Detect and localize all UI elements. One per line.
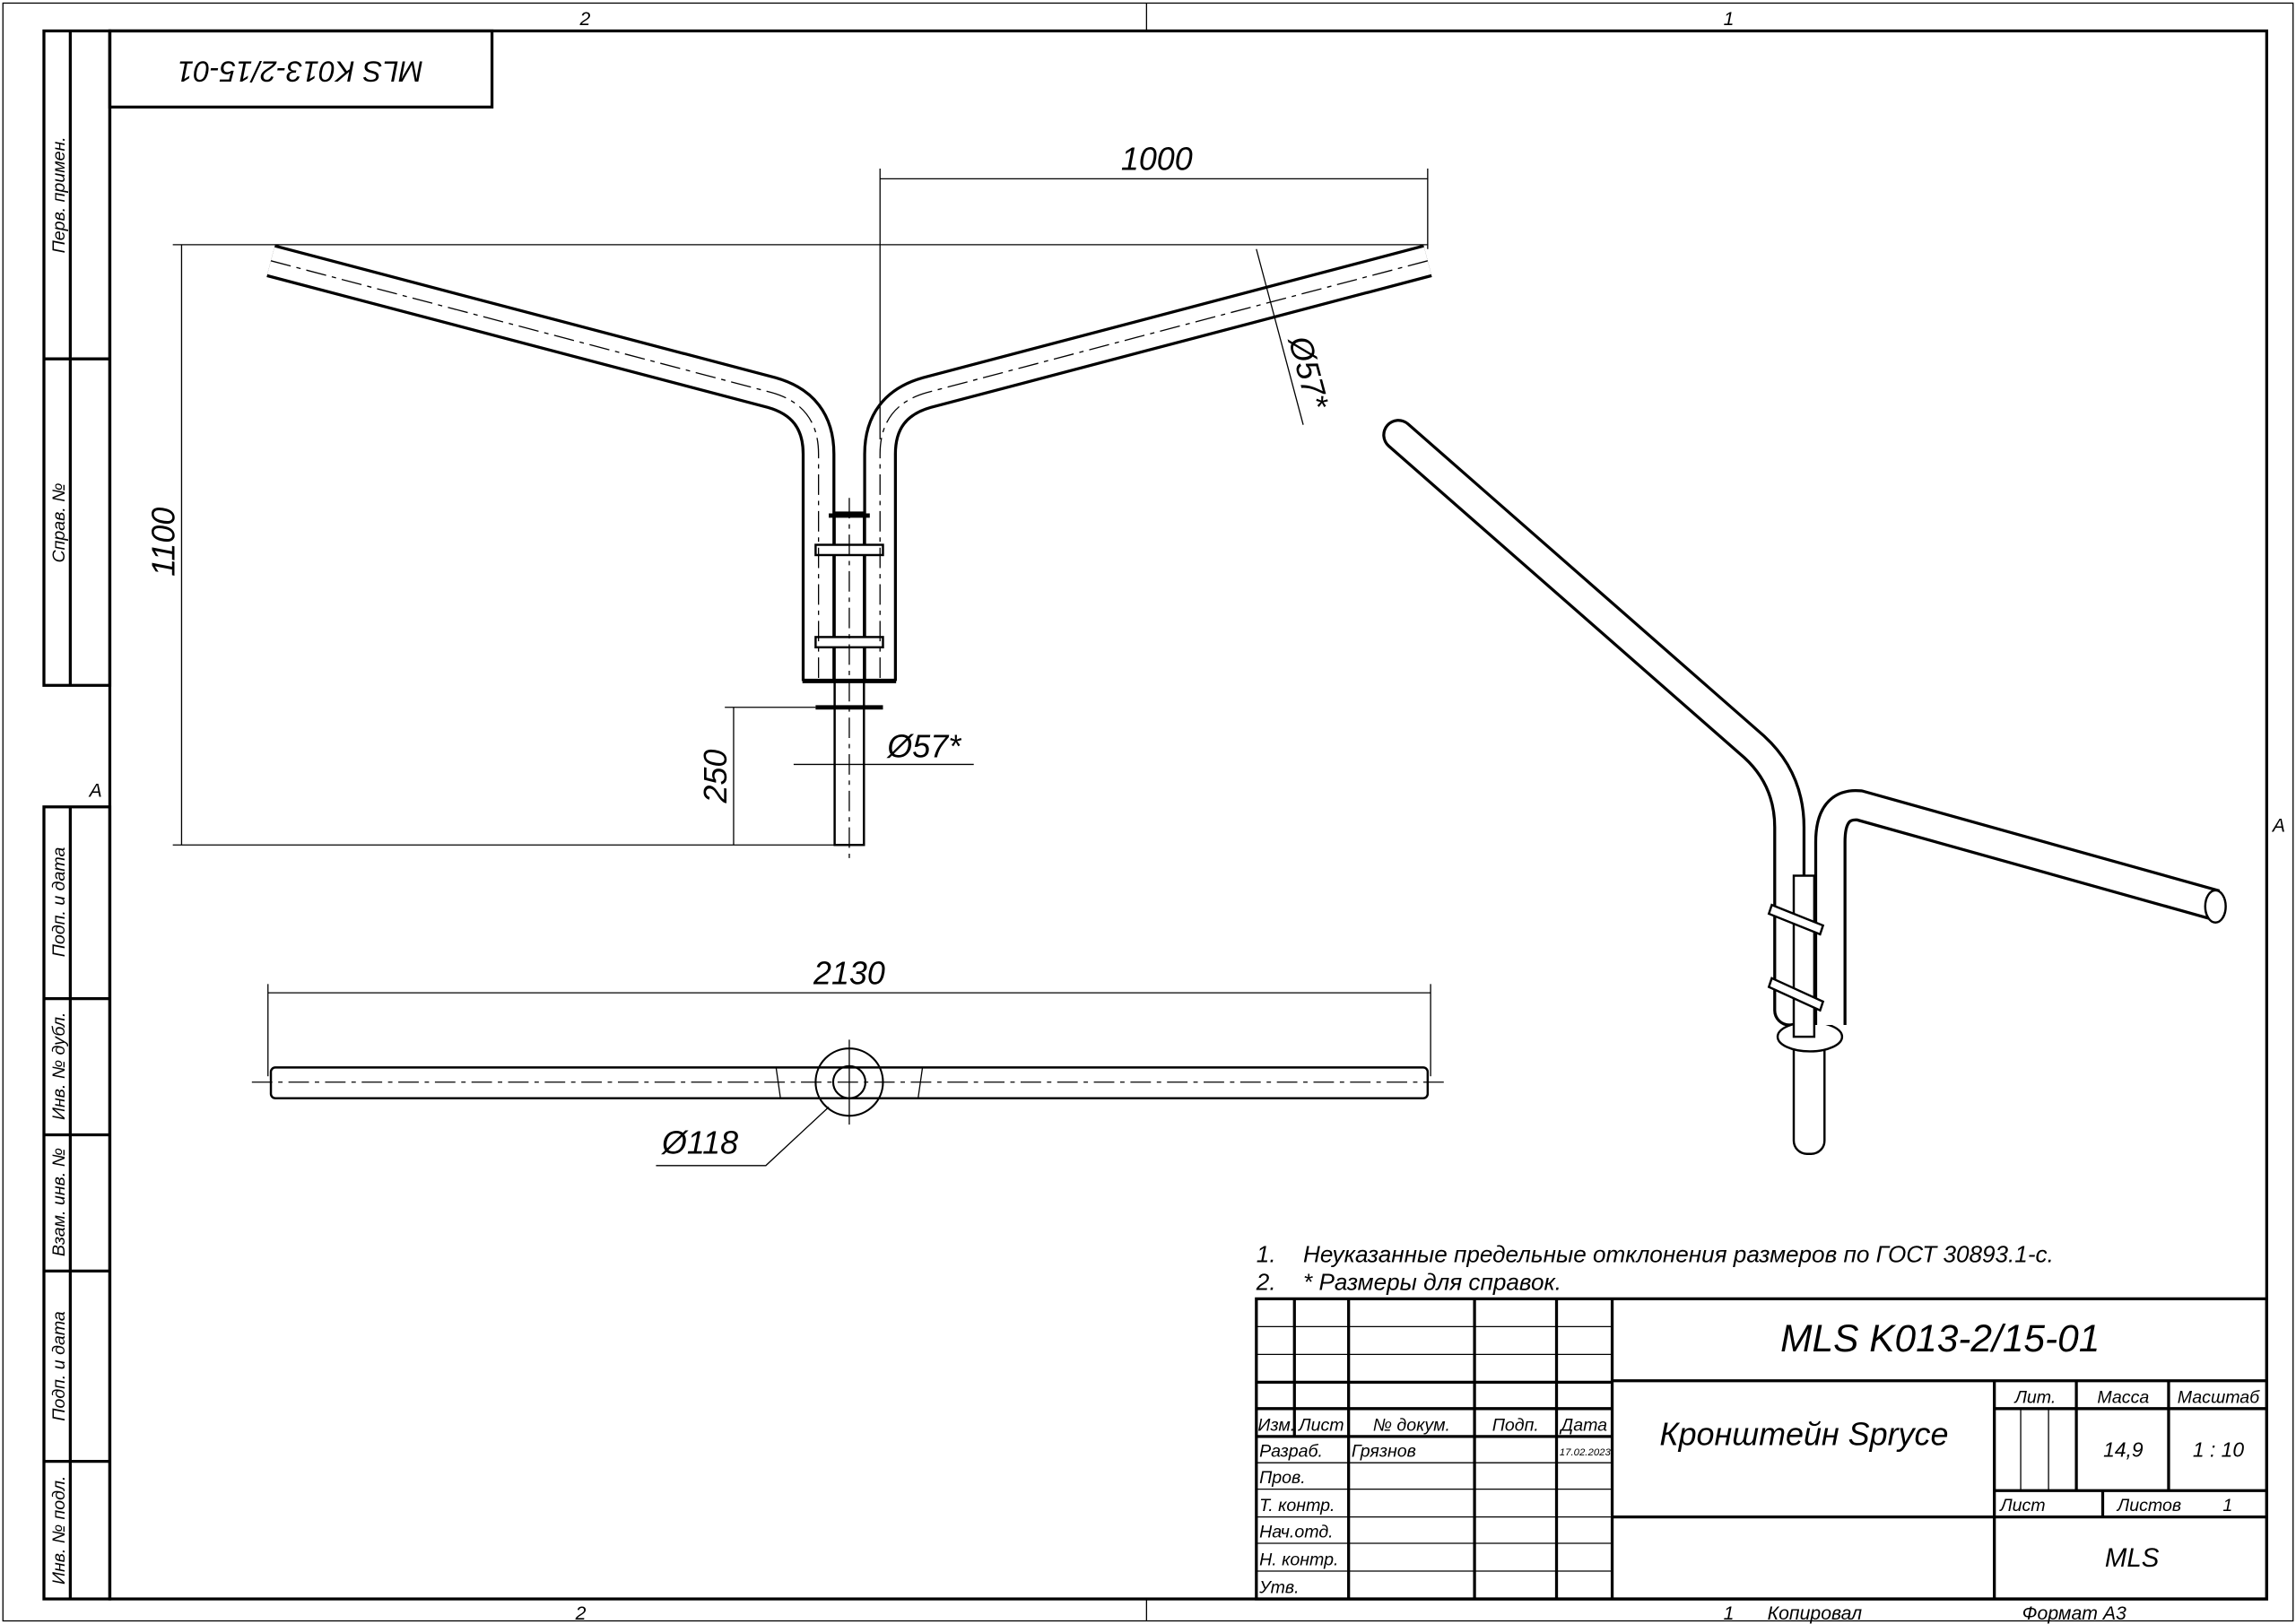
developer-date: 17.02.2023: [1560, 1447, 1612, 1458]
note-text: * Размеры для справок.: [1303, 1269, 1561, 1296]
header-sign: Подп.: [1492, 1415, 1539, 1435]
side-label: Перв. примен.: [49, 136, 69, 253]
zone-marker: 2: [579, 9, 591, 30]
dimension-1000: 1000: [1121, 141, 1193, 178]
zone-marker: A: [2271, 816, 2285, 837]
rotated-designation: MLS K013-2/15-01: [178, 55, 423, 88]
technical-notes: 1. Неуказанные предельные отклонения раз…: [1256, 1241, 2054, 1296]
dimension-arm-diameter: Ø57*: [1282, 331, 1336, 413]
dimension-2130: 2130: [813, 954, 885, 991]
dimension-post-diameter: Ø57*: [886, 727, 961, 764]
copied-number: 1: [1724, 1603, 1735, 1624]
side-label: Взам. инв. №: [49, 1148, 69, 1256]
side-label: Инв. № подл.: [49, 1476, 69, 1585]
top-view: 2130 Ø118: [251, 954, 1448, 1167]
zone-marker: 2: [575, 1603, 587, 1624]
note-number: 2.: [1256, 1269, 1276, 1296]
isometric-view: [1382, 419, 2227, 1155]
role-label: Нач.отд.: [1259, 1522, 1334, 1541]
sheet-label: Лист: [1998, 1496, 2045, 1515]
format-label: Формат А3: [2022, 1603, 2126, 1624]
copied-label: Копировал: [1768, 1603, 1863, 1624]
scale-value: 1 : 10: [2193, 1438, 2244, 1462]
mass-label: Масса: [2097, 1387, 2149, 1407]
side-label: Подп. и дата: [49, 1311, 69, 1421]
zone-marker: A: [88, 780, 102, 801]
title-block: Изм. Лист № докум. Подп. Дата Разраб. Пр…: [1255, 1297, 2268, 1624]
drawing-designation: MLS K013-2/15-01: [1780, 1317, 2100, 1359]
role-label: Т. контр.: [1259, 1496, 1335, 1515]
drawing-name: Кронштейн Sprуce: [1659, 1416, 1948, 1453]
role-label: Пров.: [1259, 1468, 1306, 1488]
header-izm: Изм.: [1257, 1415, 1295, 1435]
sheets-value: 1: [2222, 1496, 2232, 1515]
front-view: 1000 1100 250 Ø57* Ø57*: [144, 141, 1432, 862]
note-number: 1.: [1257, 1241, 1276, 1268]
mass-value: 14,9: [2103, 1438, 2144, 1462]
side-label: Инв. № дубл.: [49, 1012, 69, 1120]
role-label: Утв.: [1258, 1578, 1299, 1598]
note-text: Неуказанные предельные отклонения размер…: [1303, 1241, 2054, 1268]
role-label: Разраб.: [1259, 1442, 1323, 1462]
dimension-250: 250: [697, 750, 734, 804]
zone-marker: 1: [1724, 9, 1735, 30]
sheets-label: Листов: [2116, 1496, 2181, 1515]
rotated-designation-box: MLS K013-2/15-01: [108, 29, 494, 109]
header-date: Дата: [1559, 1415, 1607, 1435]
developer-name: Грязнов: [1352, 1442, 1416, 1462]
dimension-flange-diameter: Ø118: [661, 1125, 738, 1161]
side-strip: Перв. примен. Справ. № Подп. и дата Инв.…: [42, 29, 112, 1601]
scale-label: Масштаб: [2178, 1387, 2260, 1407]
dimension-1100: 1100: [144, 508, 181, 577]
role-label: Н. контр.: [1259, 1550, 1338, 1569]
header-doc: № докум.: [1373, 1415, 1450, 1435]
company-name: MLS: [2105, 1543, 2160, 1573]
side-label: Справ. №: [49, 483, 69, 563]
lit-label: Лит.: [2013, 1387, 2056, 1407]
side-label: Подп. и дата: [49, 847, 69, 958]
header-list: Лист: [1297, 1415, 1344, 1435]
